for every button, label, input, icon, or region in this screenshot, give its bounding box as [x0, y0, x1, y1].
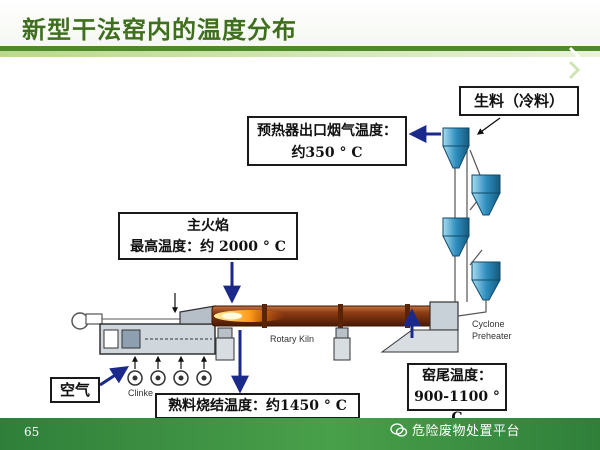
- main-flame-line1: 主火焰: [187, 218, 229, 234]
- rotary-kiln-label: Rotary Kiln: [270, 334, 315, 344]
- preheater-outlet-line2: 约350 ° C: [291, 145, 363, 161]
- kiln-tail-callout: 窑尾温度： 900-1100 ° C: [407, 363, 507, 426]
- raw-material-callout: 生料（冷料）: [459, 86, 579, 116]
- clinker-cooler: [99, 305, 216, 386]
- air-pointer-arrow: [99, 366, 130, 387]
- title-rule-highlight: [0, 51, 600, 57]
- main-flame-callout: 主火焰 最高温度：约 2000 ° C: [118, 212, 298, 260]
- blower-icon: [71, 312, 180, 330]
- slide-title: 新型干法窑内的温度分布: [22, 16, 297, 44]
- main-flame-line2: 最高温度：约 2000 ° C: [130, 239, 286, 255]
- air-text: 空气: [59, 381, 90, 399]
- air-callout: 空气: [50, 377, 100, 403]
- cyclone-preheater-label: Cyclone Preheater: [472, 318, 512, 342]
- clinker-sintering-text: 熟料烧结温度：约1450 ° C: [168, 398, 347, 414]
- raw-material-text: 生料（冷料）: [473, 92, 564, 110]
- watermark-text: 危险废物处置平台: [412, 424, 521, 439]
- footer-bar: [0, 418, 600, 450]
- clinker-sintering-callout: 熟料烧结温度：约1450 ° C: [155, 393, 360, 419]
- clinker-cooler-label: Clinke: [128, 388, 154, 398]
- preheater-outlet-callout: 预热器出口烟气温度： 约350 ° C: [247, 116, 407, 166]
- chevrons-icon: [568, 46, 581, 80]
- cyclone-label-line2: Preheater: [472, 331, 512, 341]
- kiln-tail-line1: 窑尾温度：: [422, 368, 492, 384]
- raw-feed-arrow: [476, 117, 501, 135]
- title-rule: [0, 46, 600, 51]
- page-number: 65: [24, 425, 40, 439]
- cyclone-preheater: [442, 127, 501, 317]
- preheater-outlet-line1: 预热器出口烟气温度：: [257, 123, 397, 139]
- rotary-kiln: [211, 301, 459, 361]
- wechat-icon: [390, 423, 408, 437]
- cyclone-label-line1: Cyclone: [472, 319, 505, 329]
